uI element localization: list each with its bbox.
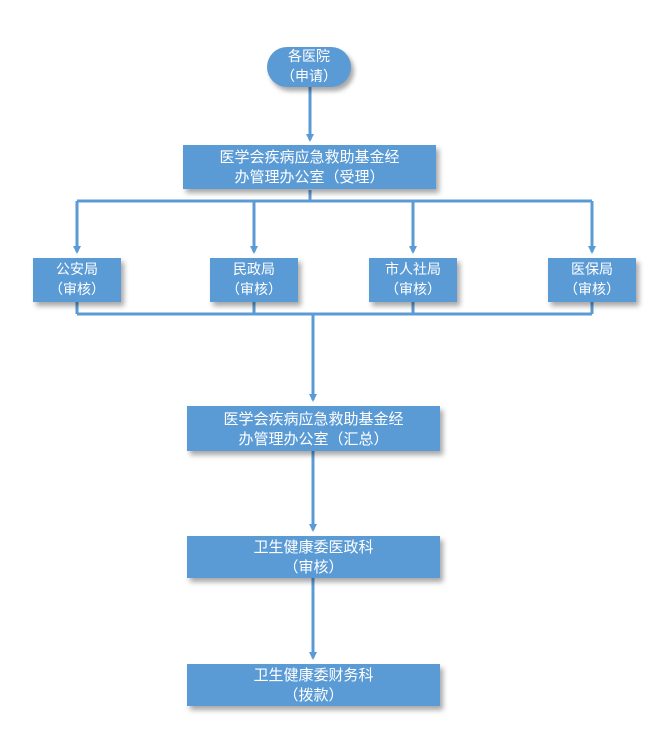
node-medinsurance-line2: （审核） xyxy=(564,282,620,298)
node-office-summary-line2: 办管理办公室（汇总） xyxy=(238,429,389,448)
node-police: 公安局 （审核） xyxy=(33,258,121,302)
node-hrss-line2: （审核） xyxy=(385,282,441,298)
node-police-line2: （审核） xyxy=(49,282,105,298)
node-civil: 民政局 （审核） xyxy=(210,258,298,302)
node-office-accept-line2: 办管理办公室（受理） xyxy=(234,168,385,186)
node-finance-line1: 卫生健康委财务科 xyxy=(253,666,374,684)
node-office-summary-line1: 医学会疾病应急救助基金经 xyxy=(223,409,404,428)
node-hospitals-line1: 各医院 xyxy=(288,49,330,65)
node-hospitals: 各医院 （申请） xyxy=(267,47,351,87)
node-office-accept-line1: 医学会疾病应急救助基金经 xyxy=(219,148,400,166)
node-finance: 卫生健康委财务科 （拨款） xyxy=(187,664,440,706)
node-office-summary: 医学会疾病应急救助基金经 办管理办公室（汇总） xyxy=(187,406,440,451)
node-medical-admin-line1: 卫生健康委医政科 xyxy=(253,538,374,556)
node-civil-line2: （审核） xyxy=(226,282,282,298)
node-medical-admin-line2: （审核） xyxy=(283,558,344,576)
node-hrss: 市人社局 （审核） xyxy=(369,258,457,302)
node-medical-admin: 卫生健康委医政科 （审核） xyxy=(187,536,440,578)
node-office-accept: 医学会疾病应急救助基金经 办管理办公室（受理） xyxy=(183,145,436,189)
node-finance-line2: （拨款） xyxy=(283,686,344,704)
node-medinsurance: 医保局 （审核） xyxy=(548,258,636,302)
node-hrss-line1: 市人社局 xyxy=(385,262,441,278)
node-civil-line1: 民政局 xyxy=(233,262,275,278)
node-hospitals-line2: （申请） xyxy=(281,69,337,85)
node-medinsurance-line1: 医保局 xyxy=(571,262,613,278)
node-police-line1: 公安局 xyxy=(56,262,98,278)
